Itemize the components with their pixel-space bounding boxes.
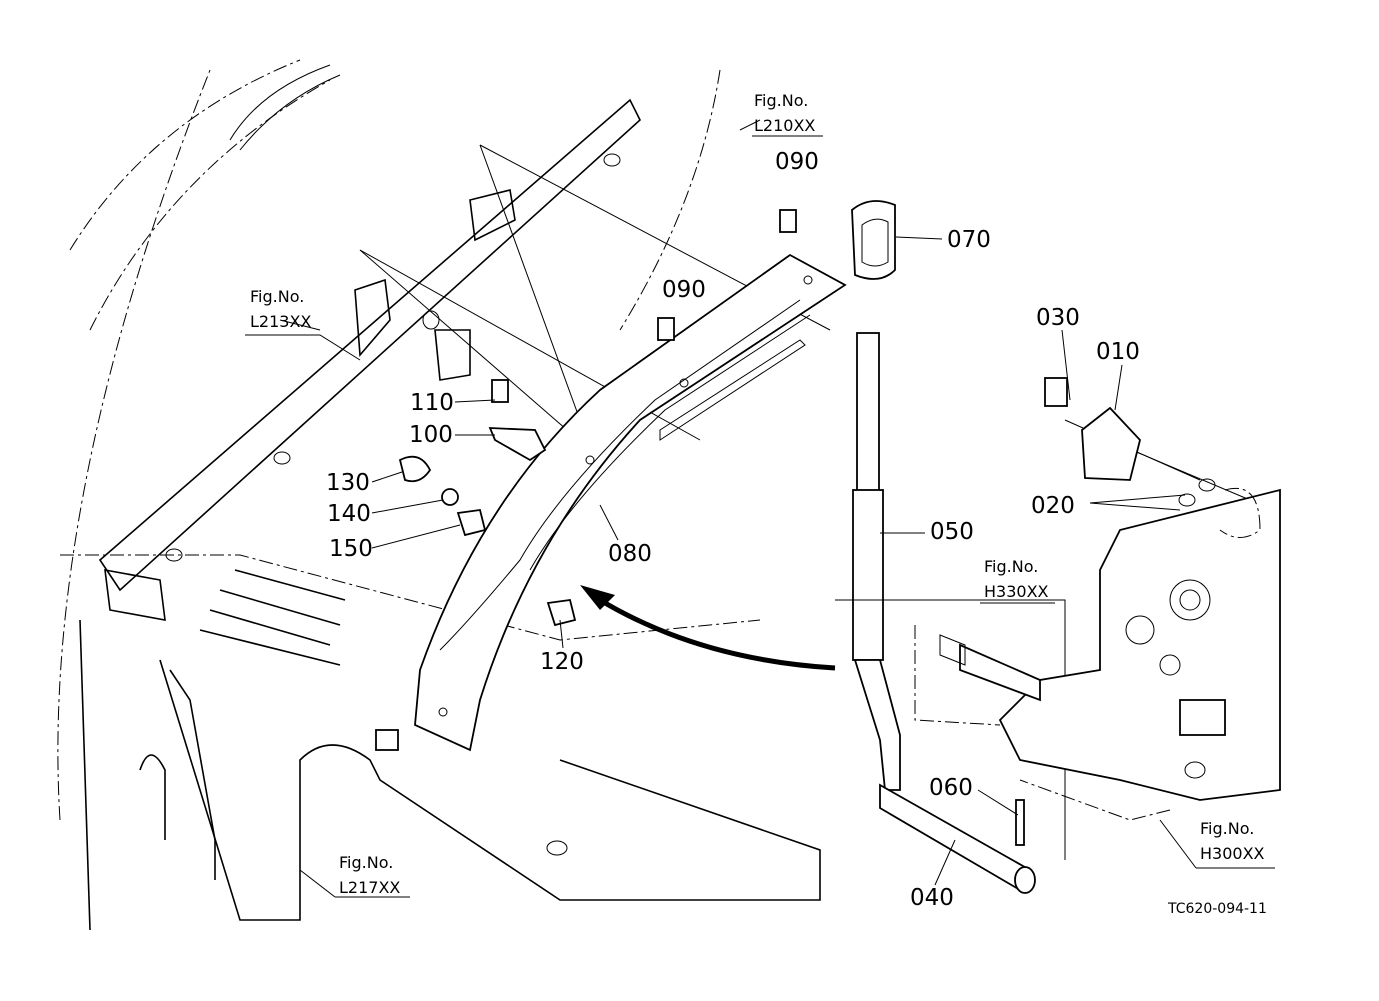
callout-110: 110: [410, 390, 454, 416]
callout-040: 040: [910, 885, 954, 911]
callout-030: 030: [1036, 305, 1080, 331]
callout-120: 120: [540, 649, 584, 675]
fig-ref-code-h330xx: H330XX: [984, 582, 1049, 601]
callout-080: 080: [608, 541, 652, 567]
hardware: [375, 209, 1216, 751]
fig-ref-code-l217xx: L217XX: [339, 878, 400, 897]
fig-ref-code-l210xx: L210XX: [754, 116, 815, 135]
callouts: 090 070 090 030 010 110 100 130 140 150 …: [326, 149, 1140, 911]
callout-070: 070: [947, 227, 991, 253]
callout-090-mid: 090: [662, 277, 706, 303]
callout-150: 150: [329, 536, 373, 562]
fig-ref-code-l213xx: L213XX: [250, 312, 311, 331]
callout-130: 130: [326, 470, 370, 496]
leader-lines: [245, 135, 1275, 898]
bracket-080: [414, 253, 847, 752]
callout-020: 020: [1031, 493, 1075, 519]
fig-ref-label: Fig.No.: [339, 853, 393, 872]
callout-060: 060: [929, 775, 973, 801]
direction-arrow: [580, 585, 836, 671]
lever-050: [835, 332, 1066, 894]
fig-ref-code-h300xx: H300XX: [1200, 844, 1265, 863]
figure-references: Fig.No. L210XX Fig.No. L213XX Fig.No. H3…: [250, 91, 1265, 897]
drawing-code: TC620-094-11: [1167, 901, 1267, 917]
callout-100: 100: [409, 422, 453, 448]
callout-140: 140: [327, 501, 371, 527]
callout-090-top: 090: [775, 149, 819, 175]
fig-ref-label: Fig.No.: [984, 557, 1038, 576]
callout-050: 050: [930, 519, 974, 545]
fig-ref-label: Fig.No.: [754, 91, 808, 110]
callout-010: 010: [1096, 339, 1140, 365]
fig-ref-label: Fig.No.: [250, 287, 304, 306]
knob-070: [851, 200, 896, 280]
fig-ref-label: Fig.No.: [1200, 819, 1254, 838]
pump-housing: [939, 488, 1281, 801]
